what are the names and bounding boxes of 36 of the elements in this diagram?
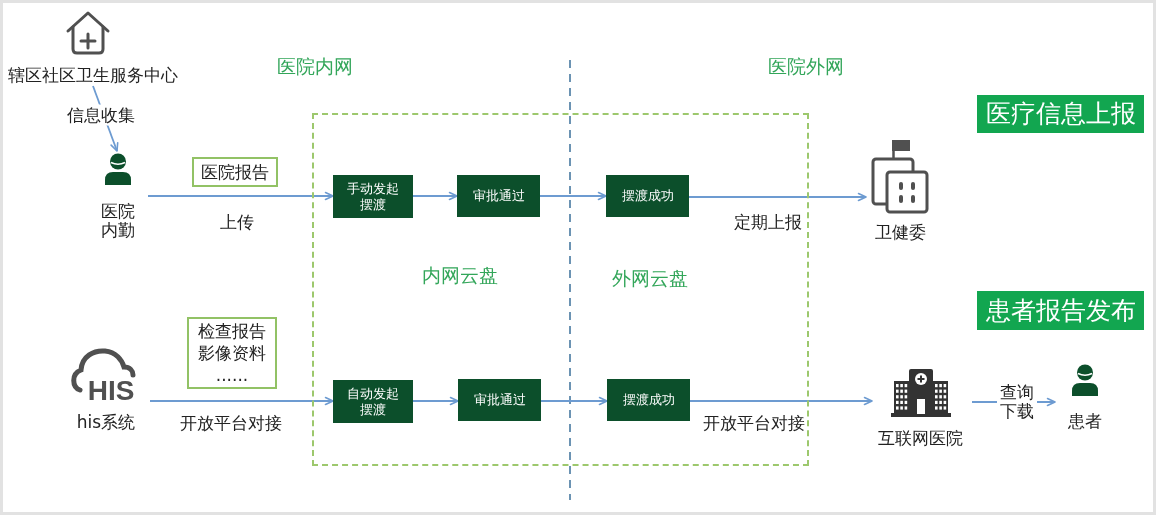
node-label: 互联网医院: [877, 428, 963, 448]
icon-lettering: HIS: [87, 377, 135, 405]
arrow: [539, 191, 607, 201]
node-label: his系统: [76, 412, 136, 432]
region-title: 医院内网: [277, 55, 353, 77]
text-box: 检查报告 影像资料 ......: [187, 317, 277, 389]
banner: 医疗信息上报: [977, 95, 1144, 133]
process-box: 审批通过: [458, 379, 541, 421]
edge-label: 查询下载: [997, 382, 1037, 422]
process-box: 审批通过: [457, 175, 540, 217]
edge-label: 上传: [218, 211, 256, 233]
arrow: [147, 191, 334, 201]
arrow: [412, 191, 458, 201]
node-label: 医院内勤: [100, 202, 136, 240]
edge-label: 定期上报: [732, 211, 804, 233]
arrow: [540, 396, 608, 406]
arrow: [689, 396, 873, 406]
arrow: [412, 396, 459, 406]
region-label: 内网云盘: [422, 264, 498, 286]
arrow: [149, 396, 334, 406]
banner: 患者报告发布: [977, 291, 1144, 330]
node-label: 辖区社区卫生服务中心: [8, 65, 178, 85]
region-label: 外网云盘: [612, 267, 688, 289]
edge-label: 开放平台对接: [701, 412, 807, 434]
edge-label: 信息收集: [65, 104, 137, 126]
region-title: 医院外网: [768, 55, 844, 77]
process-box: 手动发起摆渡: [333, 175, 413, 218]
process-box: 自动发起摆渡: [333, 380, 413, 423]
process-box: 摆渡成功: [606, 175, 689, 217]
text-box: 医院报告: [192, 157, 278, 187]
edge-label: 开放平台对接: [178, 412, 284, 434]
process-box: 摆渡成功: [607, 379, 690, 421]
node-label: 患者: [1068, 411, 1102, 431]
dashed-frame: [312, 113, 809, 466]
arrow: [688, 192, 867, 202]
node-label: 卫健委: [874, 222, 926, 242]
